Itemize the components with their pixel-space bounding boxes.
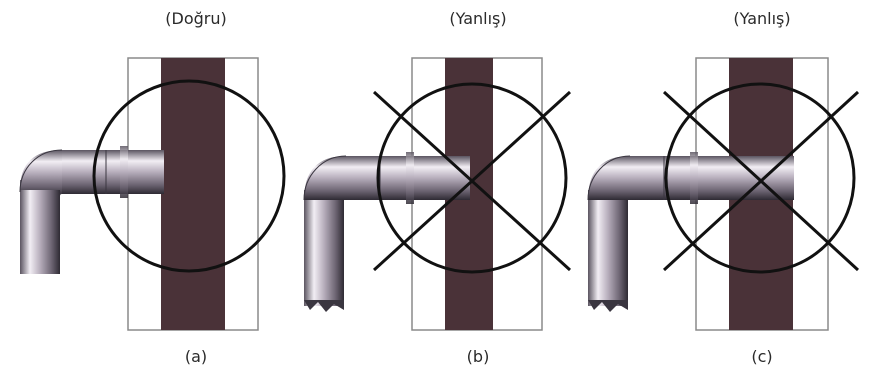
pipe-c — [587, 152, 794, 312]
pipe-a — [19, 146, 164, 274]
panel-a: (Doğru) (a) — [19, 9, 286, 366]
panel-b-verdict: (Yanlış) — [449, 9, 506, 28]
cross-mark-b — [372, 90, 572, 272]
highlight-circle-a — [92, 79, 286, 273]
wall-a — [127, 57, 259, 331]
panel-b-letter: (b) — [467, 347, 490, 366]
pipe-b — [303, 152, 470, 312]
panel-c-verdict: (Yanlış) — [733, 9, 790, 28]
highlight-circle-c — [664, 82, 856, 274]
panel-a-letter: (a) — [185, 347, 207, 366]
highlight-circle-b — [376, 82, 568, 274]
panel-c: (Yanlış) (c) — [587, 9, 860, 366]
panel-a-verdict: (Doğru) — [165, 9, 226, 28]
panel-c-letter: (c) — [751, 347, 772, 366]
panel-b: (Yanlış) (b) — [303, 9, 572, 366]
cross-mark-c — [662, 90, 860, 272]
